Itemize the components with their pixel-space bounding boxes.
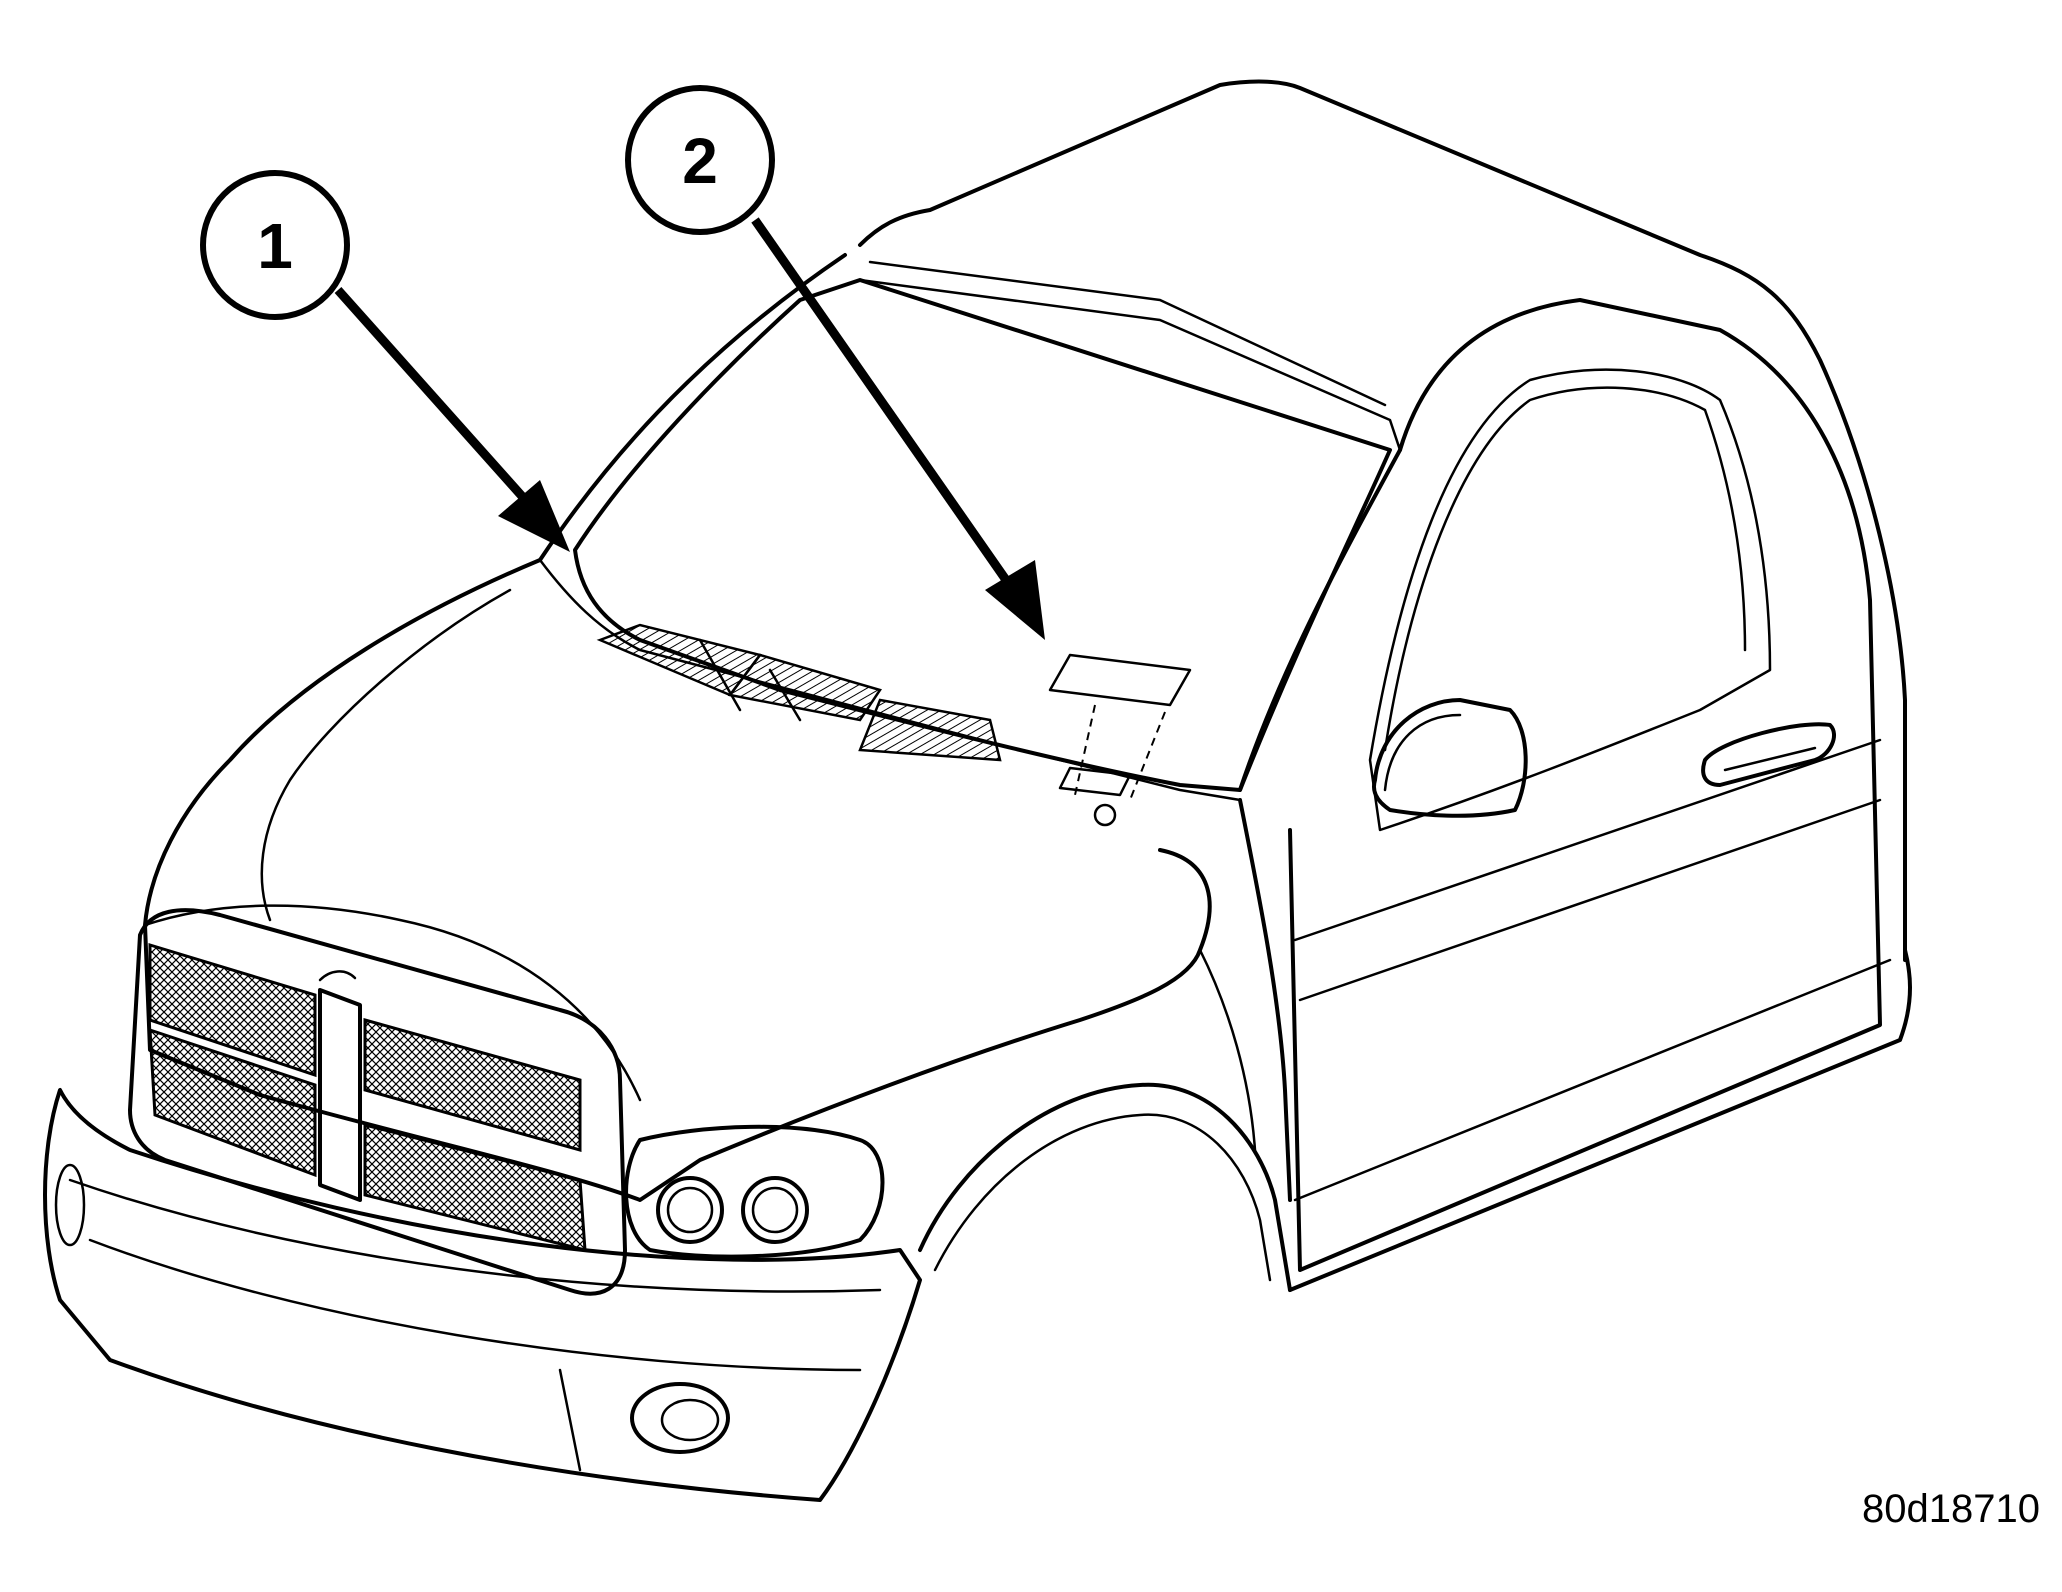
- truck-body: [43, 79, 1912, 1502]
- grille-upper-left: [148, 942, 317, 1078]
- side-mirror: [1371, 698, 1528, 818]
- rocker-panel: [1288, 948, 1912, 1292]
- callout-1-circle: [200, 170, 350, 320]
- fog-light: [630, 1382, 730, 1454]
- a-pillar-right: [1238, 448, 1402, 792]
- hood: [143, 558, 1212, 1202]
- callout-1-label: 1: [257, 210, 293, 282]
- callout-2-label: 2: [682, 125, 718, 197]
- headlight-housing: [624, 1124, 885, 1259]
- grille-upper-right: [363, 1018, 582, 1152]
- door-handle: [1701, 722, 1836, 787]
- grille-lower-left: [148, 1027, 317, 1178]
- vin-plate: [1058, 766, 1132, 797]
- vin-label: [1048, 653, 1192, 707]
- callout-1: 1: [200, 170, 570, 552]
- door: [1288, 298, 1882, 1272]
- callout-2-leader: [751, 217, 1024, 603]
- washer-nozzle: [1093, 803, 1117, 827]
- front-bumper: [43, 1088, 922, 1502]
- grille-crosshair: [318, 988, 362, 1202]
- grille-frame: [128, 908, 627, 1296]
- callout-2: 2: [625, 85, 1045, 640]
- callout-2-arrowhead: [985, 560, 1045, 640]
- door-window: [1368, 368, 1772, 832]
- a-pillar-left: [538, 253, 847, 562]
- fender: [1238, 798, 1292, 1202]
- figure-id: 80d18710: [1862, 1487, 2040, 1531]
- fog-light-left: [54, 1163, 86, 1247]
- hood-crease: [260, 588, 512, 922]
- callout-1-leader: [334, 287, 549, 525]
- callout-1-arrowhead: [498, 480, 570, 552]
- wheel-arch: [918, 1082, 1292, 1292]
- headlight-right: [741, 1176, 809, 1244]
- cowl-vent-right: [858, 698, 1002, 762]
- cowl: [538, 558, 1242, 802]
- roof-edge: [858, 278, 1402, 452]
- cowl-vent-mid: [727, 653, 882, 722]
- grille-lower-right: [363, 1123, 587, 1252]
- roof-outline: [858, 79, 1907, 962]
- callout-2-circle: [625, 85, 775, 235]
- cowl-vent-left: [596, 623, 763, 697]
- headlight-left: [656, 1176, 724, 1244]
